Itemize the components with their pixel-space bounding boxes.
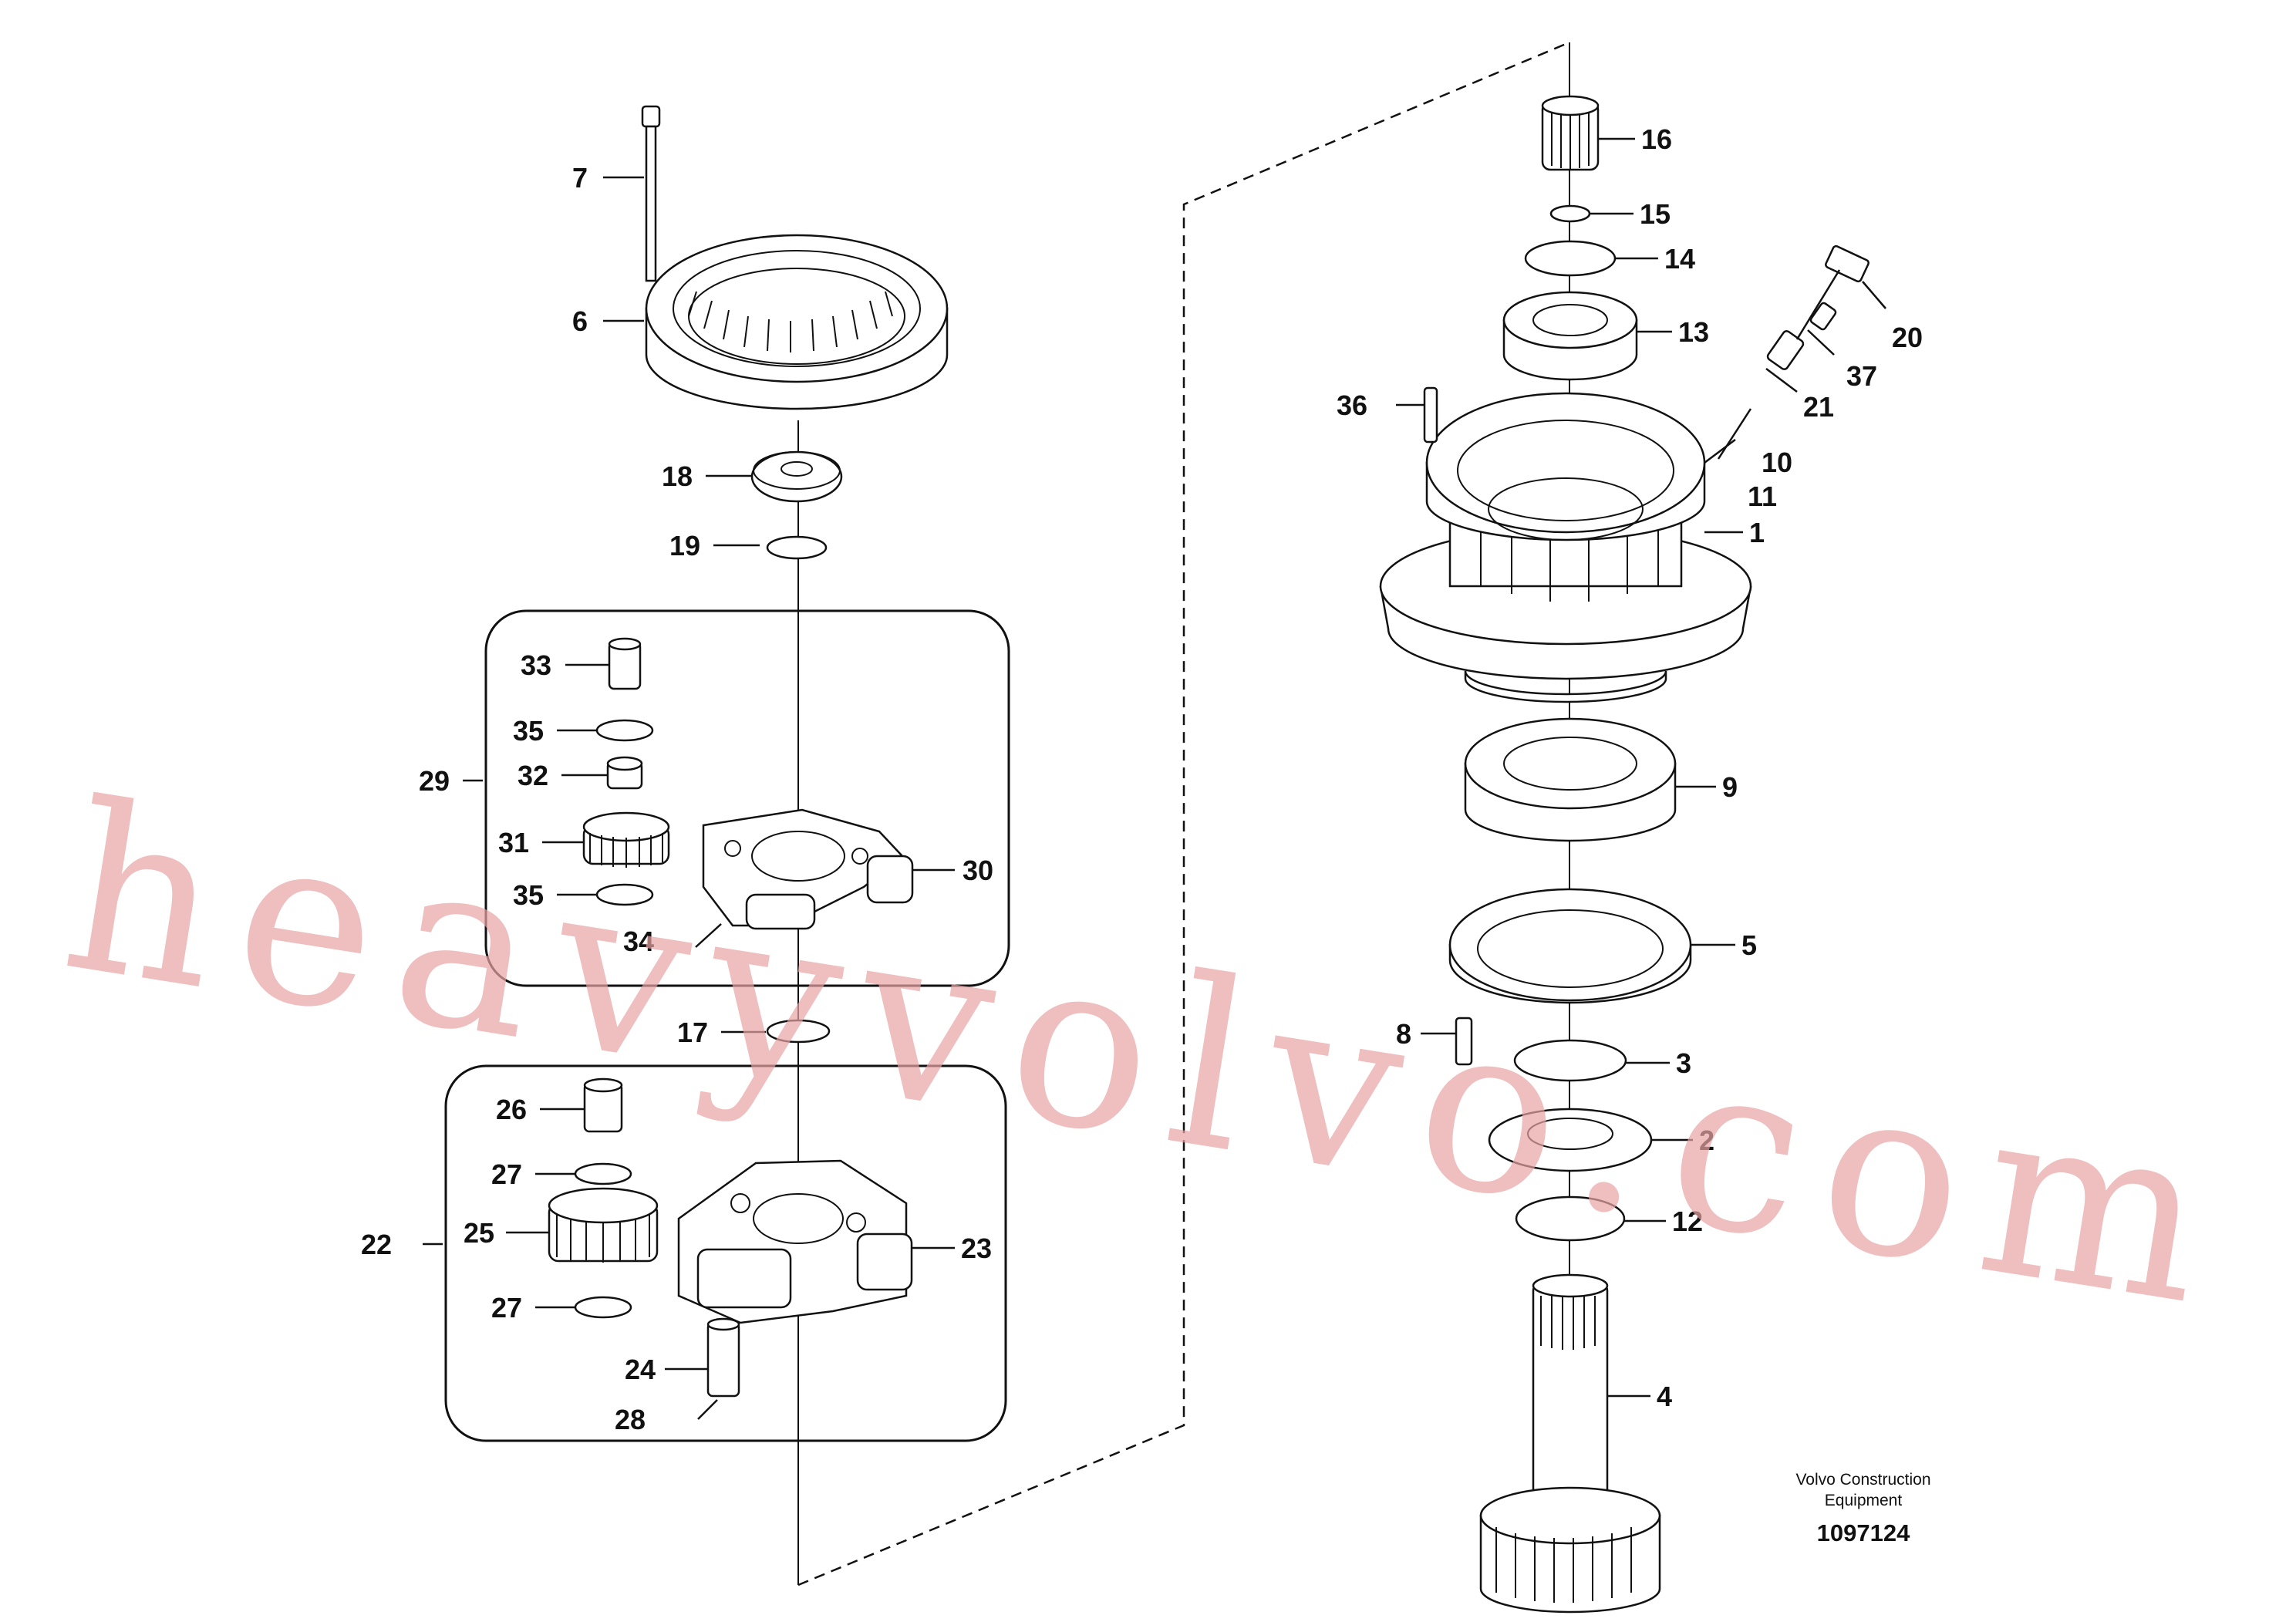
caption-drawing-number: 1097124 (1817, 1519, 1910, 1546)
part-27-washer-upper (574, 1162, 632, 1185)
part-35-washer-upper (595, 719, 654, 742)
callout-11: 11 (1748, 481, 1777, 512)
callout-28: 28 (615, 1404, 646, 1435)
caption-company-line1: Volvo Construction (1795, 1471, 1930, 1489)
assembly-box-29 (484, 609, 1010, 987)
part-27-washer-lower (574, 1296, 632, 1319)
caption-company-line2: Equipment (1825, 1492, 1903, 1509)
callout-27-lower: 27 (491, 1292, 522, 1324)
part-10-screw (1717, 408, 1752, 460)
callout-5: 5 (1741, 929, 1757, 961)
assembly-box-22 (444, 1064, 1007, 1442)
callout-34: 34 (623, 926, 654, 957)
part-32-bushing (606, 756, 643, 790)
leader-lines (423, 137, 1886, 1398)
callout-1: 1 (1749, 517, 1765, 548)
caption-block: Volvo Construction Equipment 1097124 (1795, 1471, 1930, 1546)
part-6-ring-gear (645, 234, 949, 410)
part-30-carrier (702, 808, 914, 930)
part-3-seal (1513, 1039, 1627, 1082)
callout-18: 18 (662, 460, 693, 492)
callout-35-lower: 35 (513, 879, 544, 911)
part-11-screw (1704, 439, 1736, 464)
callout-8: 8 (1396, 1018, 1411, 1050)
callout-32: 32 (518, 760, 548, 791)
callout-37: 37 (1846, 360, 1877, 392)
callout-13: 13 (1678, 316, 1709, 348)
callout-16: 16 (1641, 123, 1672, 155)
callout-4: 4 (1657, 1381, 1672, 1412)
part-9-bearing (1464, 717, 1677, 842)
callout-31: 31 (498, 827, 529, 858)
divider-dashed-outline (797, 41, 1570, 1587)
callout-21: 21 (1803, 391, 1834, 423)
callout-22: 22 (361, 1229, 392, 1260)
part-26-pin (583, 1077, 623, 1133)
callout-36: 36 (1337, 389, 1367, 421)
callout-2: 2 (1699, 1125, 1714, 1156)
part-5-plate (1448, 888, 1692, 1004)
callout-10: 10 (1762, 447, 1792, 478)
callout-6: 6 (572, 305, 588, 337)
part-17-washer (766, 1019, 831, 1044)
watermark-text: heavyvolvo.com (49, 752, 2246, 1359)
callout-17: 17 (677, 1017, 708, 1048)
part-13-bearing (1502, 291, 1638, 381)
part-33-pin (608, 637, 642, 690)
callout-7: 7 (572, 162, 588, 194)
callout-23: 23 (961, 1233, 992, 1264)
callout-33: 33 (521, 649, 551, 681)
part-7-bolt (641, 105, 661, 282)
part-12-ring (1515, 1195, 1626, 1242)
part-25-planet-gear (548, 1187, 659, 1263)
callout-19: 19 (669, 530, 700, 561)
callout-27-upper: 27 (491, 1158, 522, 1190)
part-8-bolt (1455, 1017, 1473, 1066)
part-34-pin (695, 923, 722, 948)
callout-12: 12 (1672, 1206, 1703, 1237)
callout-29: 29 (419, 765, 450, 797)
part-4-shaft (1479, 1273, 1661, 1614)
part-18-sun-gear (750, 450, 843, 503)
part-23-carrier (677, 1159, 913, 1324)
part-16-pinion (1541, 95, 1600, 171)
callout-labels: 7 6 18 19 33 35 32 29 31 35 34 30 17 26 … (361, 123, 1923, 1435)
part-14-snap-ring (1524, 240, 1617, 277)
part-19-ring (766, 535, 828, 560)
part-20-plug (1795, 244, 1870, 340)
part-1-housing (1379, 392, 1752, 703)
callout-14: 14 (1664, 243, 1695, 275)
part-36-pin (1423, 386, 1438, 443)
callout-25: 25 (464, 1217, 494, 1249)
callout-26: 26 (496, 1094, 527, 1125)
callout-3: 3 (1676, 1047, 1691, 1079)
callout-9: 9 (1722, 771, 1738, 803)
part-31-planet-gear (582, 811, 670, 868)
callout-30: 30 (963, 855, 993, 886)
callout-20: 20 (1892, 322, 1923, 353)
callout-24: 24 (625, 1354, 656, 1385)
part-21-sensor (1766, 330, 1805, 370)
callout-35-upper: 35 (513, 715, 544, 747)
part-15-washer (1549, 204, 1591, 223)
callout-15: 15 (1640, 198, 1671, 230)
part-28-pin (697, 1399, 718, 1420)
part-37-connector (1809, 302, 1837, 331)
part-24-pin (706, 1317, 740, 1398)
